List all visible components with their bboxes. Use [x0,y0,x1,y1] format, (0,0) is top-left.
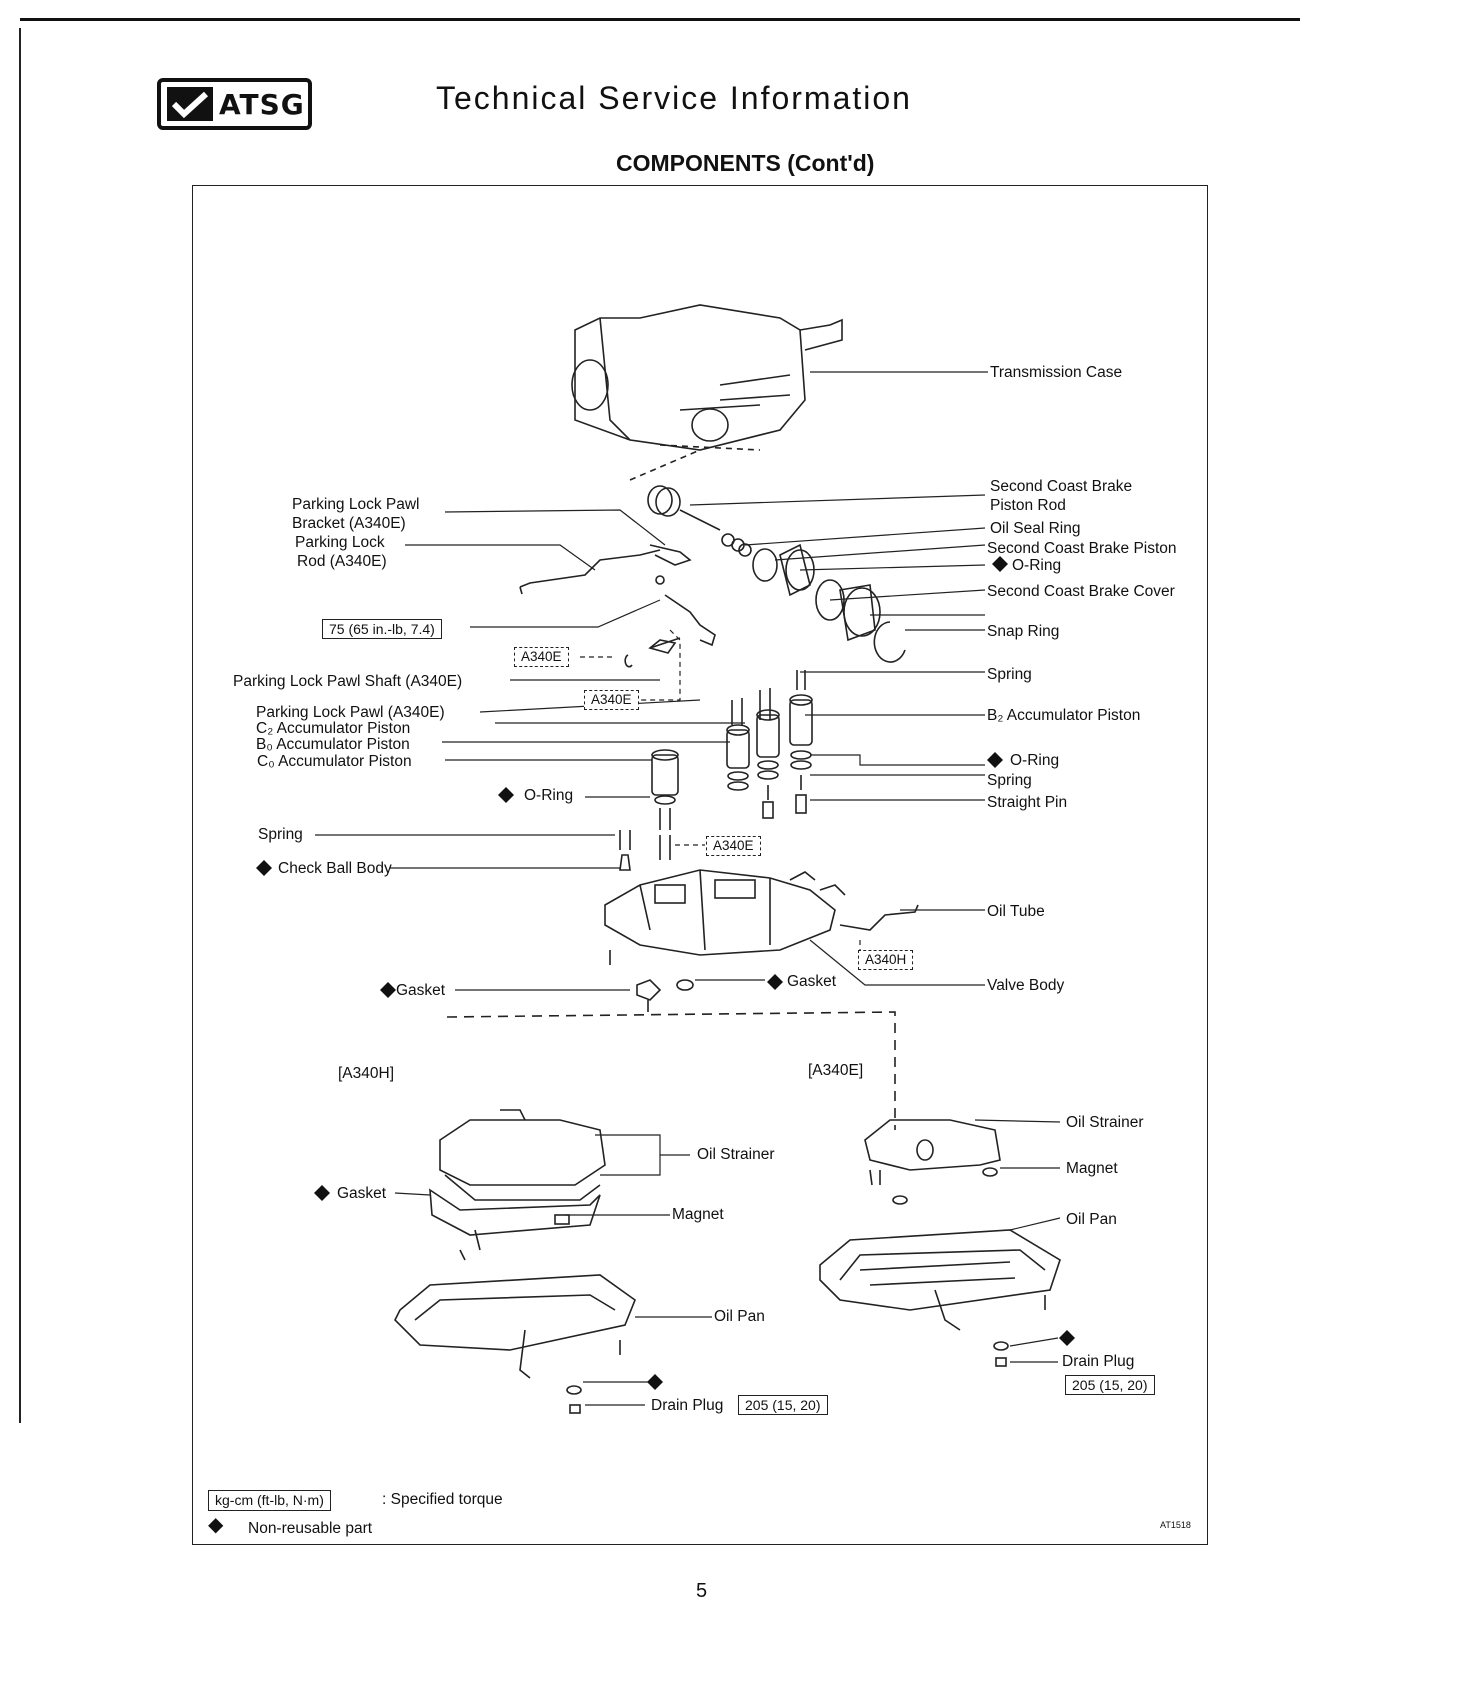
label-transmission-case: Transmission Case [990,364,1123,381]
label-drain-plug-e: Drain Plug [1062,1353,1135,1370]
label-gasket-left: Gasket [396,982,446,999]
transmission-case-drawing [571,304,843,481]
page-title: Technical Service Information [436,80,912,116]
label-b0-accumulator-piston: B₀ Accumulator Piston [256,736,410,753]
label-second-coast-brake-cover: Second Coast Brake Cover [987,583,1175,600]
label-snap-ring: Snap Ring [987,623,1060,640]
second-coast-brake-drawing [647,485,906,663]
label-check-ball-body: Check Ball Body [278,860,392,877]
margin-rule [19,28,21,1423]
diamond-markers [256,556,1075,1390]
label-second-coast-brake-piston-rod-2: Piston Rod [990,497,1066,514]
label-parking-lock-pawl-bracket-1: Parking Lock Pawl [292,496,420,513]
legend-torque-box: kg-cm (ft-lb, N·m) [208,1490,331,1511]
label-variant-a340e: [A340E] [808,1062,864,1079]
legend-diamond-icon: ◆ [208,1514,224,1536]
legend-torque-text: : Specified torque [382,1491,503,1508]
valve-body-drawing [446,869,919,1130]
a340h-oilpan-drawing [394,1109,636,1414]
tag-a340e-2: A340E [584,690,639,710]
leader-lines [315,371,1061,1406]
label-spring-right: Spring [987,772,1032,789]
section-title: COMPONENTS (Cont'd) [616,150,875,176]
label-spring-left: Spring [258,826,303,843]
label-second-coast-brake-piston: Second Coast Brake Piston [987,540,1177,557]
a340e-oilpan-drawing [819,1119,1061,1367]
label-c2-accumulator-piston: C₂ Accumulator Piston [256,720,411,737]
tag-a340h: A340H [858,950,914,970]
parking-lock-drawing [519,544,716,668]
atsg-logo: ATSG [157,78,312,130]
page-number: 5 [696,1580,708,1602]
tag-a340e-3: A340E [706,836,761,856]
label-spring-right-upper: Spring [987,666,1032,683]
tag-a340e-1: A340E [514,647,569,667]
label-parking-lock-pawl: Parking Lock Pawl (A340E) [256,704,445,721]
label-c0-accumulator-piston: C₀ Accumulator Piston [257,753,412,770]
header-rule [20,18,1300,21]
label-oil-seal-ring: Oil Seal Ring [990,520,1081,537]
label-second-coast-brake-piston-rod-1: Second Coast Brake [990,478,1133,495]
checkmark-icon [167,87,213,121]
logo-text: ATSG [219,87,305,121]
label-drain-plug-h: Drain Plug [651,1397,724,1414]
torque-drain-h: 205 (15, 20) [738,1395,828,1415]
label-magnet-e: Magnet [1066,1160,1118,1177]
label-oil-pan-h: Oil Pan [714,1308,765,1325]
torque-pawl-bracket: 75 (65 in.-lb, 7.4) [322,619,442,639]
label-oil-pan-e: Oil Pan [1066,1211,1117,1228]
label-oil-strainer-e: Oil Strainer [1066,1114,1144,1131]
label-valve-body: Valve Body [987,977,1065,994]
legend-nonreusable-text: Non-reusable part [248,1520,373,1537]
label-oil-tube: Oil Tube [987,903,1045,920]
label-parking-lock-pawl-shaft: Parking Lock Pawl Shaft (A340E) [233,673,463,690]
label-gasket-h: Gasket [337,1185,387,1202]
label-straight-pin: Straight Pin [987,794,1068,811]
label-oil-strainer-h: Oil Strainer [697,1146,775,1163]
diagram-frame [192,185,1208,1545]
label-o-ring-right: O-Ring [1010,752,1060,769]
label-parking-lock-rod-1: Parking Lock [295,534,385,551]
label-o-ring-left: O-Ring [524,787,574,804]
reference-code: AT1518 [1160,1520,1191,1530]
label-magnet-h: Magnet [672,1206,724,1223]
label-variant-a340h: [A340H] [338,1065,395,1082]
torque-drain-e: 205 (15, 20) [1065,1375,1155,1395]
label-parking-lock-pawl-bracket-2: Bracket (A340E) [292,515,406,532]
label-parking-lock-rod-2: Rod (A340E) [297,553,387,570]
label-o-ring-upper: O-Ring [1012,557,1062,574]
label-b2-accumulator-piston: B₂ Accumulator Piston [987,707,1141,724]
label-gasket-center: Gasket [787,973,837,990]
